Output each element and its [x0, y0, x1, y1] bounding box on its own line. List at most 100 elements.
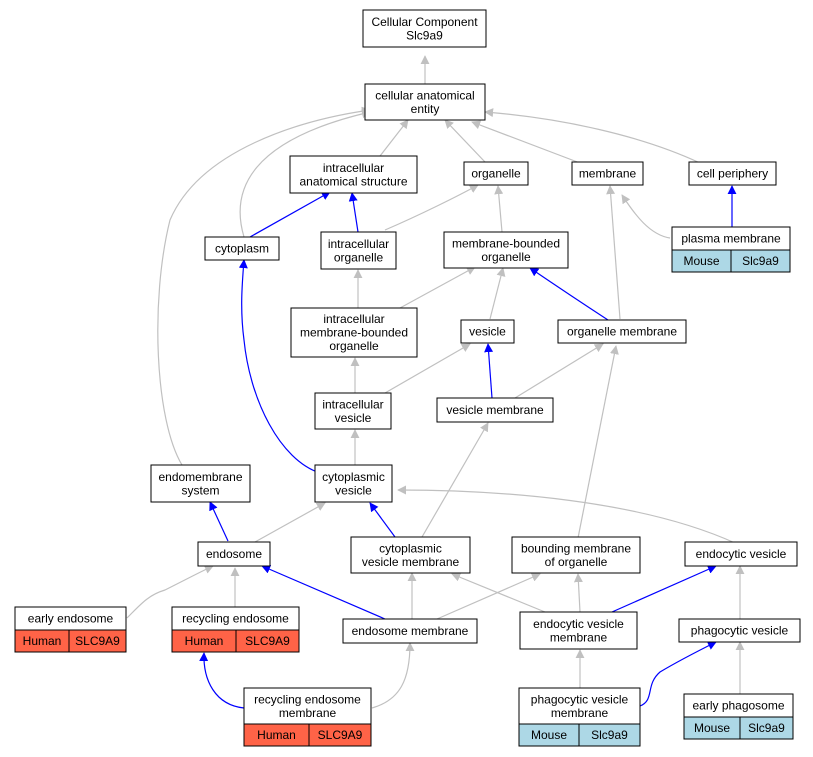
node-cell-periphery[interactable]: cell periphery [688, 161, 777, 186]
edge-cvm-cv [369, 502, 396, 538]
node-label-line: cell periphery [697, 167, 768, 181]
node-label-line: vesicle membrane [362, 555, 460, 569]
edge-cv-cytoplasm [238, 259, 321, 474]
species-label: Human [23, 634, 62, 648]
edge-bmo-om [577, 345, 619, 539]
edge-mbo-organelle [494, 185, 504, 233]
edge-em-bmo [436, 573, 541, 620]
edge-cvm-vm [421, 422, 489, 538]
gene-label: SLC9A9 [318, 728, 363, 742]
gene-label: Slc9a9 [742, 254, 779, 268]
edge-io-ias [348, 192, 359, 233]
node-vesicle[interactable]: vesicle [460, 319, 515, 344]
node-label-line: endocytic vesicle [696, 547, 787, 561]
node-label-line: anatomical structure [299, 174, 407, 188]
node-label-line: cellular anatomical [375, 88, 474, 102]
node-label-line: endosome membrane [352, 624, 469, 638]
edge-membrane-cae [471, 120, 581, 164]
node-cytoplasm[interactable]: cytoplasm [204, 236, 280, 261]
node-label-line: of organelle [545, 555, 608, 569]
node-organelle-membrane[interactable]: organelle membrane [557, 319, 687, 344]
node-label-line: entity [411, 102, 440, 116]
node-endosome[interactable]: endosome [197, 541, 271, 567]
node-label-line: intracellular [328, 237, 389, 251]
edge-em-endosome [261, 565, 386, 620]
node-label-line: vesicle [469, 325, 506, 339]
node-label-line: system [181, 483, 219, 497]
edge-om-mbo [529, 267, 609, 321]
node-organelle[interactable]: organelle [463, 161, 529, 186]
node-label-line: vesicle [335, 411, 372, 425]
node-label-line: organelle membrane [567, 325, 677, 339]
node-label-line: intracellular [322, 397, 383, 411]
edge-rem-em [371, 642, 415, 709]
node-label-line: organelle [481, 250, 531, 264]
gene-label: Slc9a9 [591, 728, 628, 742]
node-label-line: membrane-bounded [452, 236, 560, 250]
node-label-line: Slc9a9 [406, 28, 443, 42]
node-phagocytic-vesicle[interactable]: phagocytic vesicle [678, 618, 801, 643]
node-endosome-membrane[interactable]: endosome membrane [342, 618, 478, 644]
edge-cytoplasm-cae [239, 109, 371, 238]
node-label-line: membrane [550, 630, 608, 644]
node-label-line: intracellular [323, 312, 384, 326]
node-label-line: membrane-bounded [300, 326, 408, 340]
species-label: Mouse [531, 728, 567, 742]
species-label: Mouse [683, 254, 719, 268]
node-label-line: organelle [334, 250, 384, 264]
node-membrane[interactable]: membrane [571, 161, 644, 186]
edge-ecvm-bmo [573, 573, 583, 613]
node-label-line: membrane [551, 706, 609, 720]
edge-ecvm-ecv [611, 565, 717, 613]
node-label-line: cytoplasm [215, 242, 269, 256]
node-label-line: early endosome [28, 612, 114, 626]
node-label-line: organelle [329, 339, 379, 353]
node-label-line: phagocytic vesicle [531, 692, 629, 706]
gene-label: SLC9A9 [245, 634, 290, 648]
node-label-line: vesicle membrane [446, 403, 544, 417]
node-label-line: Cellular Component [371, 15, 478, 29]
edge-endosome-cv [254, 502, 326, 543]
node-label-line: cytoplasmic [322, 470, 385, 484]
edge-pvm-pv [639, 641, 717, 707]
node-label-line: endomembrane [158, 470, 242, 484]
node-label-line: cytoplasmic [379, 541, 442, 555]
species-label: Human [257, 728, 296, 742]
node-label-line: organelle [471, 167, 521, 181]
edge-iv-vesicle [384, 343, 471, 394]
node-label-line: membrane [279, 706, 337, 720]
node-label-line: intracellular [323, 161, 384, 175]
species-label: Mouse [694, 721, 730, 735]
node-vesicle-membrane[interactable]: vesicle membrane [436, 397, 554, 423]
edge-vesicle-mbo [489, 267, 506, 320]
edge-vm-vesicle [484, 343, 494, 399]
edge-ecv-cv [397, 485, 736, 544]
node-endocytic-vesicle[interactable]: endocytic vesicle [684, 541, 798, 567]
edge-om-membrane [606, 185, 621, 320]
edge-rem-re [199, 652, 245, 709]
node-label-line: endosome [206, 547, 262, 561]
species-label: Human [185, 634, 224, 648]
edge-organelle-cae [444, 119, 486, 163]
edge-ee-endosome [126, 565, 214, 619]
node-label-line: plasma membrane [681, 232, 781, 246]
